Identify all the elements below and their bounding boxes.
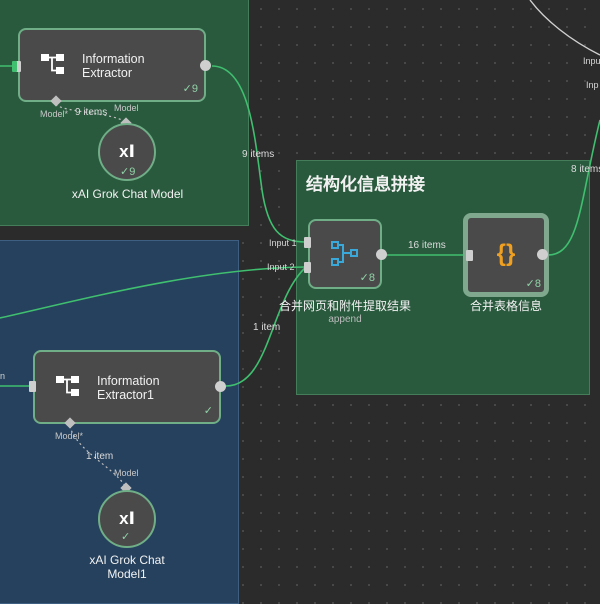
input2-label: Input 2 xyxy=(267,262,295,272)
check-icon: ✓ xyxy=(359,272,369,284)
output-handle[interactable] xyxy=(376,249,387,260)
input-handle[interactable] xyxy=(466,250,473,261)
merge-node[interactable]: ✓8 xyxy=(308,219,382,289)
node-title-line2: Extractor xyxy=(82,66,133,80)
branch-icon xyxy=(41,54,64,74)
success-count: ✓9 xyxy=(120,166,136,178)
edge-topright-white xyxy=(529,0,600,56)
success-check: ✓ xyxy=(204,404,213,417)
success-count: ✓8 xyxy=(525,278,541,290)
output-handle[interactable] xyxy=(215,381,226,392)
node-title-line1: Information xyxy=(97,374,160,388)
xai-logo-icon: xⅠ xyxy=(119,509,135,529)
input-handle[interactable] xyxy=(14,61,21,72)
grok-node-label-line2: Model1 xyxy=(107,567,147,581)
edge-label: 1 item xyxy=(253,322,281,333)
model-port-label: Model xyxy=(114,103,139,113)
edge-bottom-extractor-to-input2 xyxy=(225,266,307,387)
merge-node-sublabel: append xyxy=(328,314,362,325)
model-port-label: Model* xyxy=(40,109,69,119)
edge-label: 9 items xyxy=(75,107,108,118)
grok-chat-model-node[interactable]: xⅠ ✓9 xyxy=(98,123,156,181)
success-count: ✓8 xyxy=(359,272,375,284)
clipped-port-label: Inpu xyxy=(583,56,600,66)
merge-icon xyxy=(331,241,358,266)
edge-label: 8 items xyxy=(571,164,600,175)
model-port-label: Model* xyxy=(55,431,84,441)
success-check: ✓ xyxy=(121,530,130,543)
group-title: 结构化信息拼接 xyxy=(306,175,425,194)
output-handle[interactable] xyxy=(200,60,211,71)
input-handle[interactable] xyxy=(29,381,36,392)
input2-handle[interactable] xyxy=(304,262,311,273)
check-icon: ✓ xyxy=(203,405,213,417)
branch-icon xyxy=(56,376,79,396)
success-count: ✓9 xyxy=(182,83,198,95)
merge-node-label: 合并网页和附件提取结果 xyxy=(278,299,411,313)
edge-code-out xyxy=(547,119,600,256)
grok-node-label-line1: xAI Grok Chat xyxy=(89,553,165,567)
code-node-label: 合并表格信息 xyxy=(469,299,542,313)
edge-top-model xyxy=(55,103,127,123)
check-icon: ✓ xyxy=(121,531,131,543)
output-handle[interactable] xyxy=(537,249,548,260)
input1-label: Input 1 xyxy=(269,238,297,248)
information-extractor-node[interactable]: Information Extractor ✓9 xyxy=(18,28,206,102)
check-icon: ✓ xyxy=(525,278,535,290)
edge-top-extractor-to-input1 xyxy=(211,65,307,243)
grok-chat-model1-node[interactable]: xⅠ ✓ xyxy=(98,490,156,548)
input-handle[interactable] xyxy=(12,61,17,72)
edge-label: 1 item xyxy=(86,451,114,462)
grok-node-label: xAI Grok Chat Model xyxy=(71,187,184,201)
clipped-port-label: Inp xyxy=(586,80,599,90)
code-node[interactable]: {} ✓8 xyxy=(463,213,549,297)
model-port-label: Model xyxy=(114,468,139,478)
xai-logo-icon: xⅠ xyxy=(119,142,135,162)
check-icon: ✓ xyxy=(120,166,130,178)
edge-label: 16 items xyxy=(408,240,446,251)
information-extractor1-node[interactable]: Information Extractor1 ✓ xyxy=(33,350,221,424)
curly-braces-icon: {} xyxy=(496,240,516,267)
node-title-line1: Information xyxy=(82,52,145,66)
clipped-port-label: n xyxy=(0,371,6,381)
edge-label: 9 items xyxy=(242,149,275,160)
check-icon: ✓ xyxy=(182,83,192,95)
edge-left-to-input2 xyxy=(0,266,307,319)
node-title-line2: Extractor1 xyxy=(97,388,154,402)
input1-handle[interactable] xyxy=(304,237,311,248)
